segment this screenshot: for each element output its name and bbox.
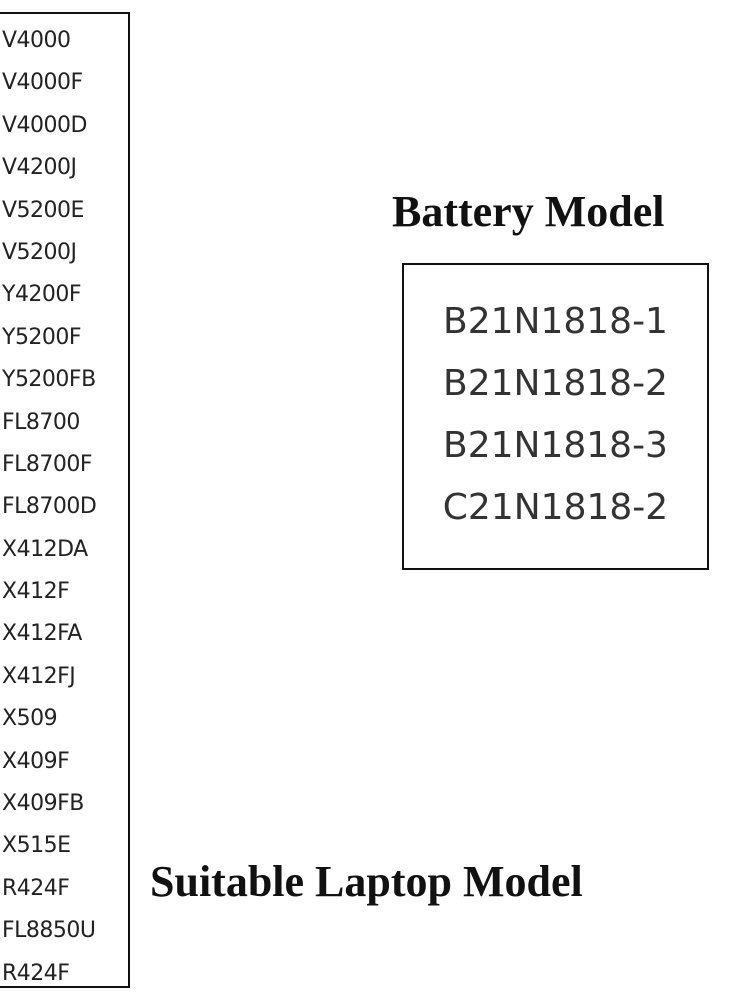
laptop-model-item: V4000F: [2, 70, 83, 96]
laptop-model-item: V5200J: [2, 239, 77, 265]
laptop-model-item: R424F: [2, 960, 70, 986]
laptop-model-item: X412FA: [2, 621, 82, 647]
laptop-model-item: Y4200F: [2, 282, 82, 308]
laptop-model-item: V4000D: [2, 112, 87, 138]
suitable-laptop-heading: Suitable Laptop Model: [150, 857, 583, 906]
laptop-model-item: V5200E: [2, 197, 84, 223]
battery-model-item: B21N1818-2: [443, 363, 668, 404]
laptop-model-item: X412FJ: [2, 663, 76, 689]
battery-model-item: B21N1818-1: [443, 301, 668, 342]
laptop-model-list: V4000 V4000F V4000D V4200J V5200E V5200J…: [0, 12, 130, 988]
battery-model-item: C21N1818-2: [442, 487, 669, 528]
laptop-model-item: V4200J: [2, 155, 77, 181]
laptop-model-item: FL8700D: [2, 494, 97, 520]
laptop-model-item: V4000: [2, 28, 71, 53]
laptop-model-item: X509: [2, 706, 58, 732]
laptop-model-item: X515E: [2, 833, 71, 859]
laptop-model-item: X409F: [2, 748, 70, 774]
laptop-model-item: X412DA: [2, 536, 88, 562]
laptop-model-item: X412F: [2, 579, 70, 605]
laptop-model-item: FL8700: [2, 409, 80, 435]
laptop-model-item: Y5200FB: [2, 367, 96, 393]
laptop-model-item: Y5200F: [2, 324, 82, 350]
laptop-model-item: FL8850U: [2, 918, 96, 944]
battery-model-box: B21N1818-1 B21N1818-2 B21N1818-3 C21N181…: [402, 263, 709, 570]
laptop-model-item: X409FB: [2, 791, 84, 817]
battery-model-heading: Battery Model: [392, 187, 665, 236]
laptop-model-item: FL8700F: [2, 451, 93, 477]
battery-model-item: B21N1818-3: [443, 425, 668, 466]
laptop-model-item: R424F: [2, 875, 70, 901]
